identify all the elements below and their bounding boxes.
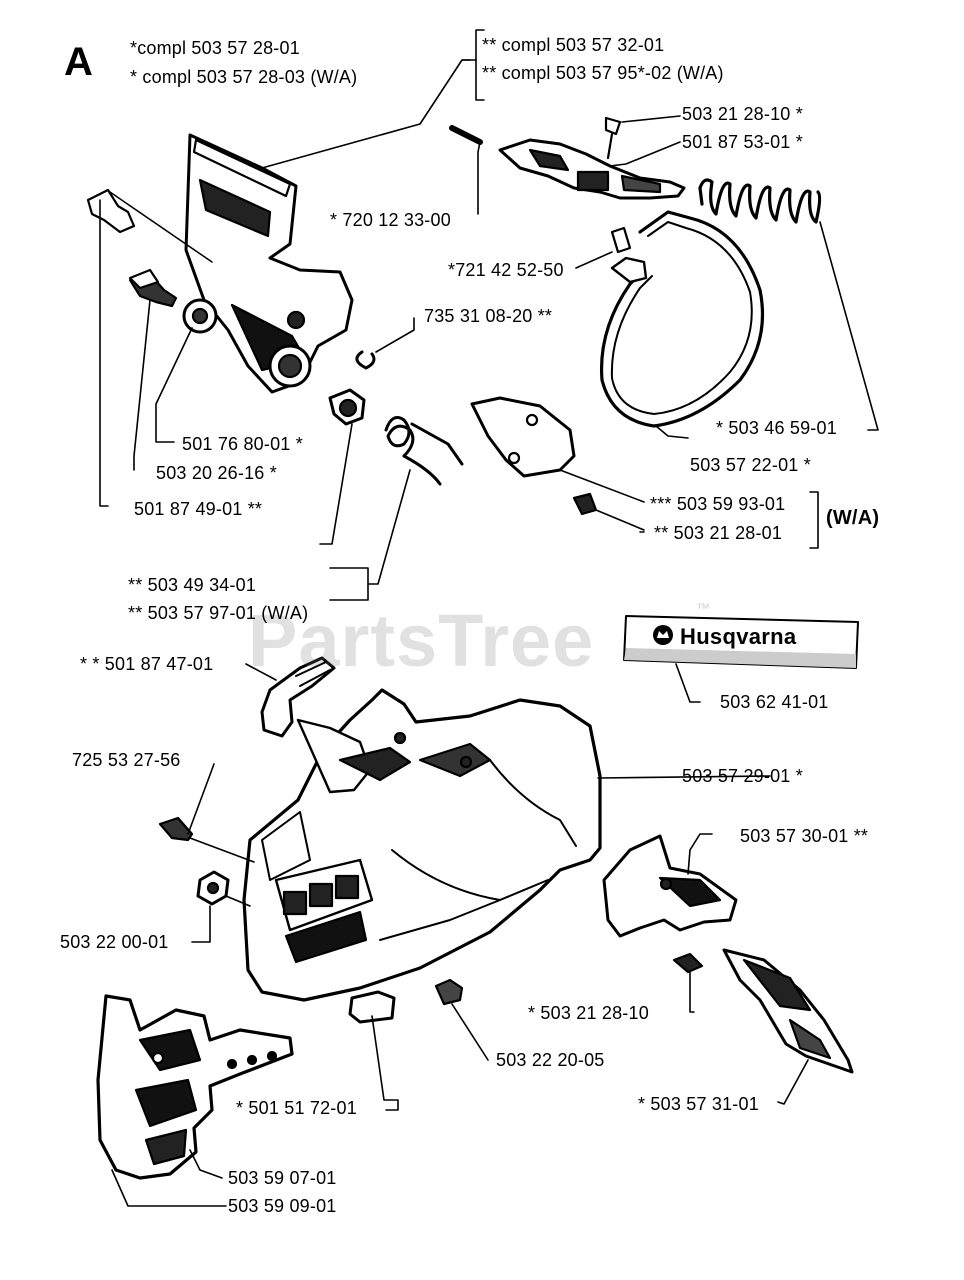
part-label: * 503 57 31-01 [638, 1094, 759, 1114]
husqvarna-crown-icon [653, 625, 673, 645]
deflector-part [602, 834, 738, 938]
screw-part [158, 816, 194, 842]
part-label: ** 503 21 28-01 [654, 523, 783, 543]
screw-washer-part [128, 268, 218, 334]
part-label: 503 21 28-10 * [682, 104, 803, 124]
part-label: 501 87 53-01 * [682, 132, 803, 152]
leader-lines [99, 29, 879, 1207]
part-label: * 501 51 72-01 [236, 1098, 357, 1118]
watermark-text: PartsTree [248, 599, 595, 682]
coil-spring-part [698, 178, 822, 224]
bracket-part [260, 656, 336, 738]
spring-clip-part [355, 350, 376, 370]
spike-plate-part [96, 994, 294, 1180]
part-label: 503 57 29-01 * [682, 766, 803, 786]
nut-part [196, 870, 230, 906]
part-label: *** 503 59 93-01 [650, 494, 786, 514]
part-label: 501 87 49-01 ** [134, 499, 263, 519]
chain-brake-handle-part [184, 133, 354, 394]
part-label: ** 503 57 97-01 (W/A) [128, 603, 309, 623]
part-label: * * 501 87 47-01 [80, 654, 214, 674]
husqvarna-decal-part [623, 615, 859, 669]
part-label: * 720 12 33-00 [330, 210, 451, 230]
part-label: 735 31 08-20 ** [424, 306, 553, 326]
pin-part [610, 226, 632, 254]
part-label: 503 22 20-05 [496, 1050, 605, 1070]
part-label: * 503 21 28-10 [528, 1003, 649, 1023]
part-label: 503 57 30-01 ** [740, 826, 869, 846]
part-label: * compl 503 57 28-03 (W/A) [130, 67, 358, 87]
part-label-wa: (W/A) [826, 507, 880, 529]
brake-linkage-part [449, 116, 686, 200]
clutch-cover-part [242, 688, 602, 1002]
part-label: 725 53 27-56 [72, 750, 181, 770]
part-label: 503 59 07-01 [228, 1168, 337, 1188]
torsion-spring-part [384, 416, 464, 486]
watermark-trademark: ™ [696, 600, 710, 616]
part-label: 503 59 09-01 [228, 1196, 337, 1216]
small-block-part [348, 978, 464, 1024]
part-label: 503 62 41-01 [720, 692, 829, 712]
brake-band-part [599, 210, 765, 428]
part-label: ** compl 503 57 95*-02 (W/A) [482, 63, 724, 83]
part-label: 503 20 26-16 * [156, 463, 277, 483]
bushing-part [328, 388, 366, 426]
part-label: *compl 503 57 28-01 [130, 38, 300, 58]
screw-small-part [672, 952, 704, 974]
section-letter: A [64, 40, 93, 84]
cover-plate-part [470, 396, 598, 516]
part-label: 503 57 22-01 * [690, 455, 811, 475]
part-label: * 503 46 59-01 [716, 418, 837, 438]
husqvarna-brand-label: Husqvarna [680, 624, 797, 649]
part-label: ** 503 49 34-01 [128, 575, 257, 595]
guide-plate-part [722, 948, 854, 1074]
part-label: 503 22 00-01 [60, 932, 169, 952]
part-label: 501 76 80-01 * [182, 434, 303, 454]
part-label: ** compl 503 57 32-01 [482, 35, 665, 55]
part-label: *721 42 52-50 [448, 260, 564, 280]
